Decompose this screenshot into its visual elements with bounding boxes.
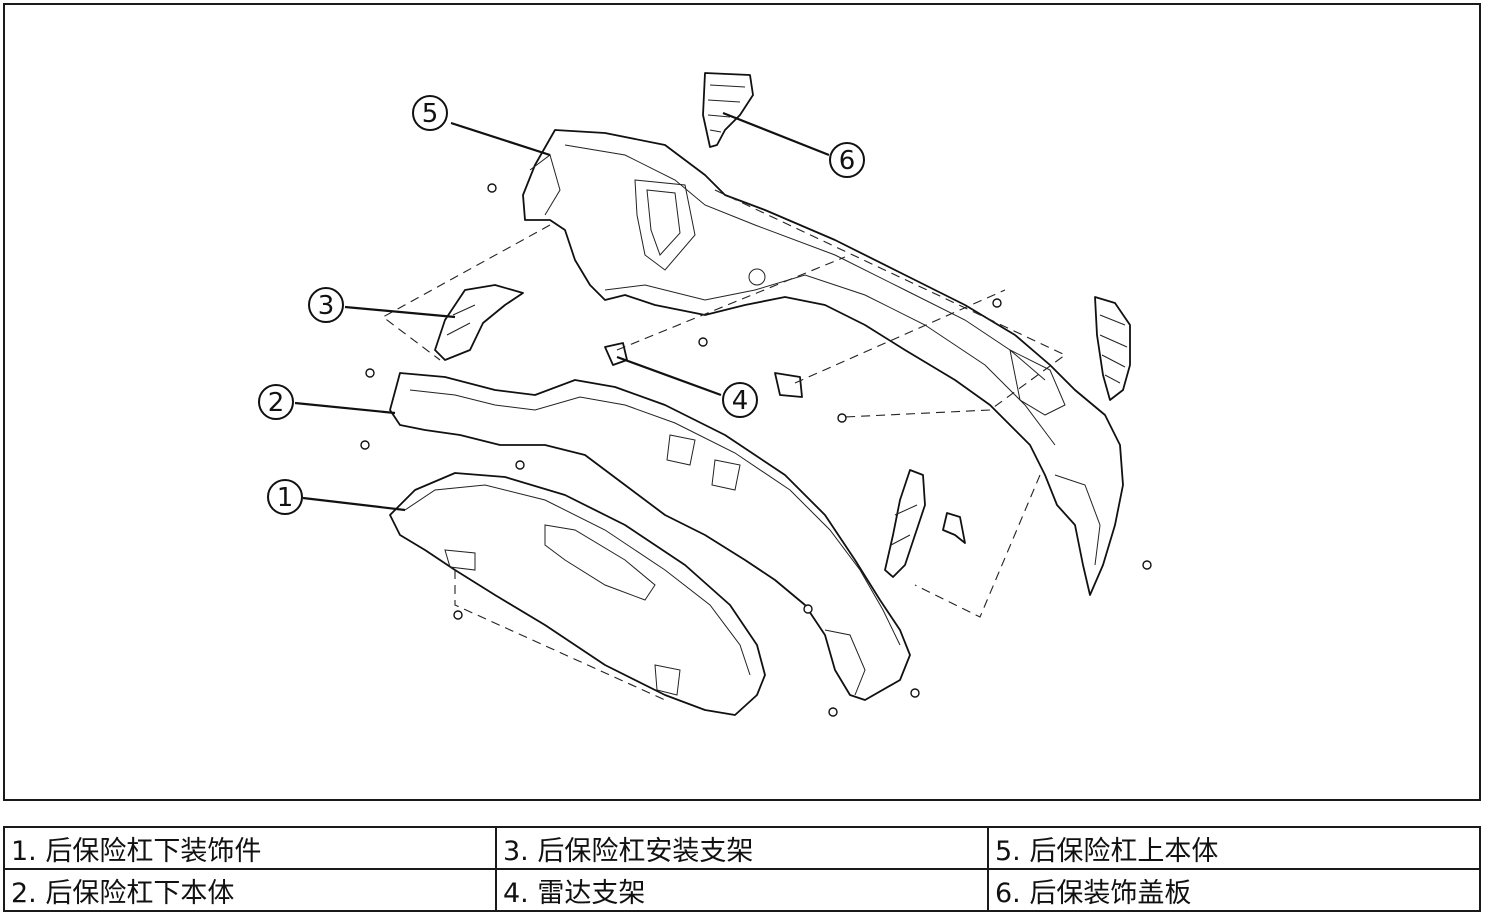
legend-cell: 3. 后保险杠安装支架 bbox=[495, 826, 989, 870]
callout-2: 2 bbox=[258, 384, 294, 420]
callout-4: 4 bbox=[722, 382, 758, 418]
legend-row: 2. 后保险杠下本体 4. 雷达支架 6. 后保装饰盖板 bbox=[3, 868, 1481, 912]
legend-cell: 6. 后保装饰盖板 bbox=[987, 868, 1481, 912]
legend-row: 1. 后保险杠下装饰件 3. 后保险杠安装支架 5. 后保险杠上本体 bbox=[3, 826, 1481, 870]
legend-cell: 4. 雷达支架 bbox=[495, 868, 989, 912]
callout-2-label: 2 bbox=[268, 388, 285, 418]
lower-trim-piece bbox=[389, 472, 766, 716]
callout-4-label: 4 bbox=[732, 386, 749, 416]
callout-3-label: 3 bbox=[318, 291, 335, 321]
upper-bumper-body bbox=[522, 129, 1124, 596]
legend-cell: 2. 后保险杠下本体 bbox=[3, 868, 497, 912]
callout-3: 3 bbox=[308, 287, 344, 323]
callout-5: 5 bbox=[412, 95, 448, 131]
bumper-exploded-view: 1 2 3 4 5 6 bbox=[258, 72, 1152, 717]
callout-1: 1 bbox=[267, 479, 303, 515]
fasteners bbox=[360, 183, 1152, 717]
callout-5-label: 5 bbox=[422, 99, 439, 129]
legend-cell: 5. 后保险杠上本体 bbox=[987, 826, 1481, 870]
legend-cell: 1. 后保险杠下装饰件 bbox=[3, 826, 497, 870]
callout-6-label: 6 bbox=[839, 146, 856, 176]
trim-cover-plates bbox=[702, 72, 1131, 401]
mounting-brackets bbox=[434, 284, 966, 578]
assembly-guide-lines bbox=[381, 189, 1067, 701]
exploded-parts-diagram: 1 2 3 4 5 6 bbox=[3, 3, 1481, 801]
callout-1-label: 1 bbox=[277, 483, 294, 513]
leader-lines bbox=[294, 111, 830, 512]
parts-legend-table: 1. 后保险杠下装饰件 3. 后保险杠安装支架 5. 后保险杠上本体 2. 后保… bbox=[3, 826, 1481, 912]
callout-6: 6 bbox=[829, 142, 865, 178]
lower-bumper-body bbox=[389, 372, 911, 701]
